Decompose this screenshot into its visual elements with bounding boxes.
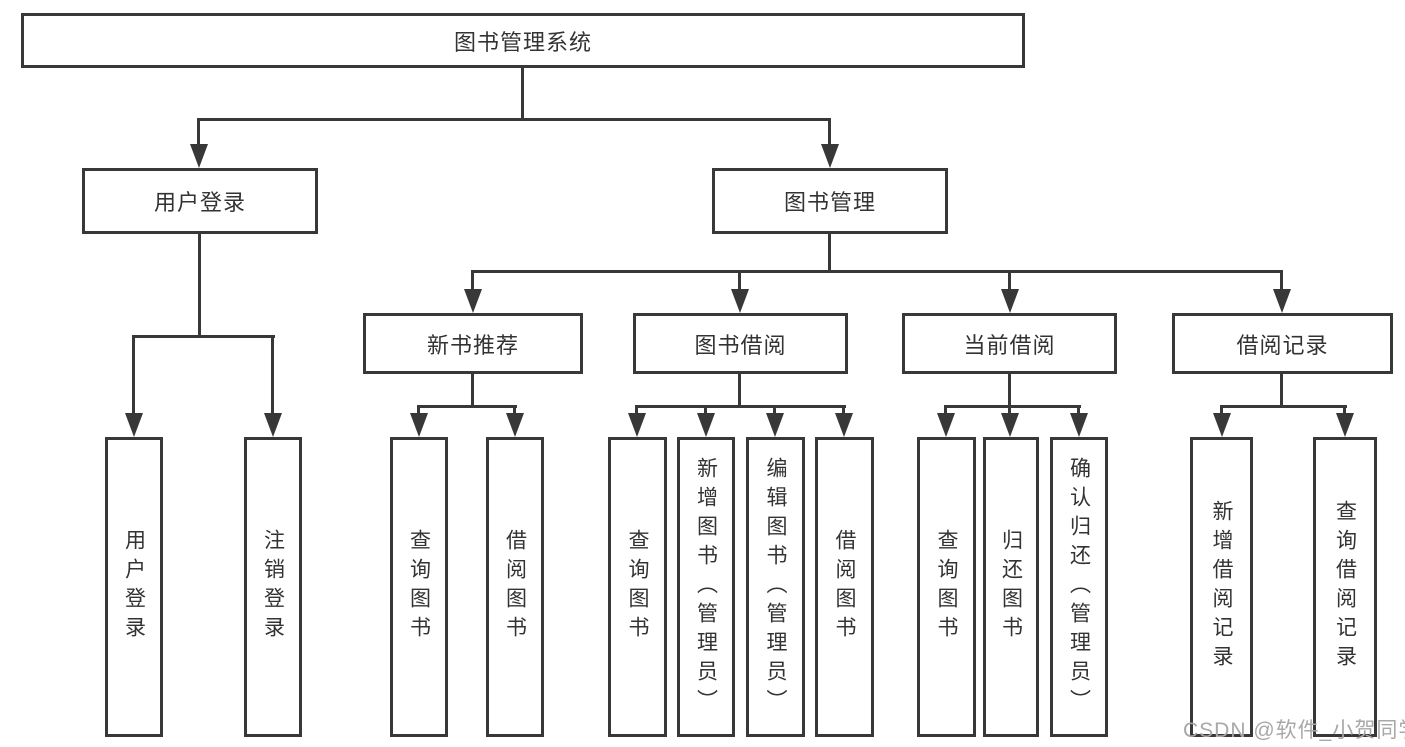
leaf-confirm-return-admin: 确认归还（管理员）: [1050, 437, 1108, 737]
node-book-management: 图书管理: [712, 168, 948, 234]
leaf-query-book-3: 查询图书: [917, 437, 976, 737]
connector-stub: [1008, 374, 1011, 405]
arrow-down-icon: [464, 289, 482, 313]
node-current-borrow: 当前借阅: [902, 313, 1117, 374]
arrow-down-icon: [264, 413, 282, 437]
connector-stub: [471, 374, 474, 405]
arrow-down-icon: [1001, 289, 1019, 313]
connector-shaft: [635, 405, 638, 417]
leaf-edit-book-admin: 编辑图书（管理员）: [746, 437, 805, 737]
connector-userlogin-rail: [133, 335, 275, 338]
connector-shaft: [1008, 270, 1011, 292]
csdn-watermark: CSDN @软件_小贺同学: [1183, 719, 1405, 742]
connector-bookmgmt-stub: [828, 234, 831, 270]
connector-rail: [635, 405, 846, 408]
node-borrow-record: 借阅记录: [1172, 313, 1393, 374]
connector-root-stub: [521, 68, 524, 118]
arrow-down-icon: [506, 413, 524, 437]
connector-shaft: [417, 405, 420, 417]
arrow-down-icon: [937, 413, 955, 437]
arrow-down-icon: [731, 289, 749, 313]
connector-bookmgmt-rail: [471, 270, 1283, 273]
arrow-down-icon: [1213, 413, 1231, 437]
arrow-down-icon: [1070, 413, 1088, 437]
arrow-down-icon: [125, 413, 143, 437]
arrow-down-icon: [1336, 413, 1354, 437]
leaf-borrow-book-1: 借阅图书: [486, 437, 544, 737]
node-new-book-recommend: 新书推荐: [363, 313, 583, 374]
connector-userlogin-stub: [198, 234, 201, 335]
leaf-user-login: 用户登录: [105, 437, 163, 737]
connector-shaft: [1280, 270, 1283, 292]
node-book-borrow: 图书借阅: [633, 313, 848, 374]
connector-rail: [944, 405, 1081, 408]
leaf-logout: 注销登录: [244, 437, 302, 737]
node-root: 图书管理系统: [21, 13, 1025, 68]
arrow-down-icon: [410, 413, 428, 437]
leaf-query-borrow-record: 查询借阅记录: [1313, 437, 1377, 737]
connector-shaft: [271, 335, 274, 415]
arrow-down-icon: [821, 144, 839, 168]
arrow-down-icon: [697, 413, 715, 437]
connector-rail: [1220, 405, 1347, 408]
connector-shaft: [513, 405, 516, 417]
connector-root-rail: [197, 118, 831, 121]
arrow-down-icon: [1001, 413, 1019, 437]
connector-shaft: [828, 118, 831, 146]
arrow-down-icon: [190, 144, 208, 168]
leaf-add-book-admin: 新增图书（管理员）: [677, 437, 735, 737]
connector-shaft: [773, 405, 776, 417]
arrow-down-icon: [628, 413, 646, 437]
connector-shaft: [1008, 405, 1011, 417]
arrow-down-icon: [1273, 289, 1291, 313]
leaf-borrow-book-2: 借阅图书: [815, 437, 874, 737]
connector-shaft: [842, 405, 845, 417]
connector-shaft: [704, 405, 707, 417]
connector-shaft: [738, 270, 741, 292]
connector-shaft: [197, 118, 200, 146]
connector-shaft: [944, 405, 947, 417]
connector-stub: [738, 374, 741, 405]
leaf-add-borrow-record: 新增借阅记录: [1190, 437, 1253, 737]
connector-shaft: [1077, 405, 1080, 417]
connector-shaft: [1343, 405, 1346, 417]
arrow-down-icon: [766, 413, 784, 437]
connector-shaft: [132, 335, 135, 415]
arrow-down-icon: [835, 413, 853, 437]
leaf-query-book-2: 查询图书: [608, 437, 667, 737]
node-user-login: 用户登录: [82, 168, 318, 234]
connector-rail: [417, 405, 517, 408]
connector-shaft: [471, 270, 474, 292]
connector-stub: [1280, 374, 1283, 405]
connector-shaft: [1220, 405, 1223, 417]
leaf-return-book: 归还图书: [983, 437, 1039, 737]
leaf-query-book-1: 查询图书: [390, 437, 448, 737]
